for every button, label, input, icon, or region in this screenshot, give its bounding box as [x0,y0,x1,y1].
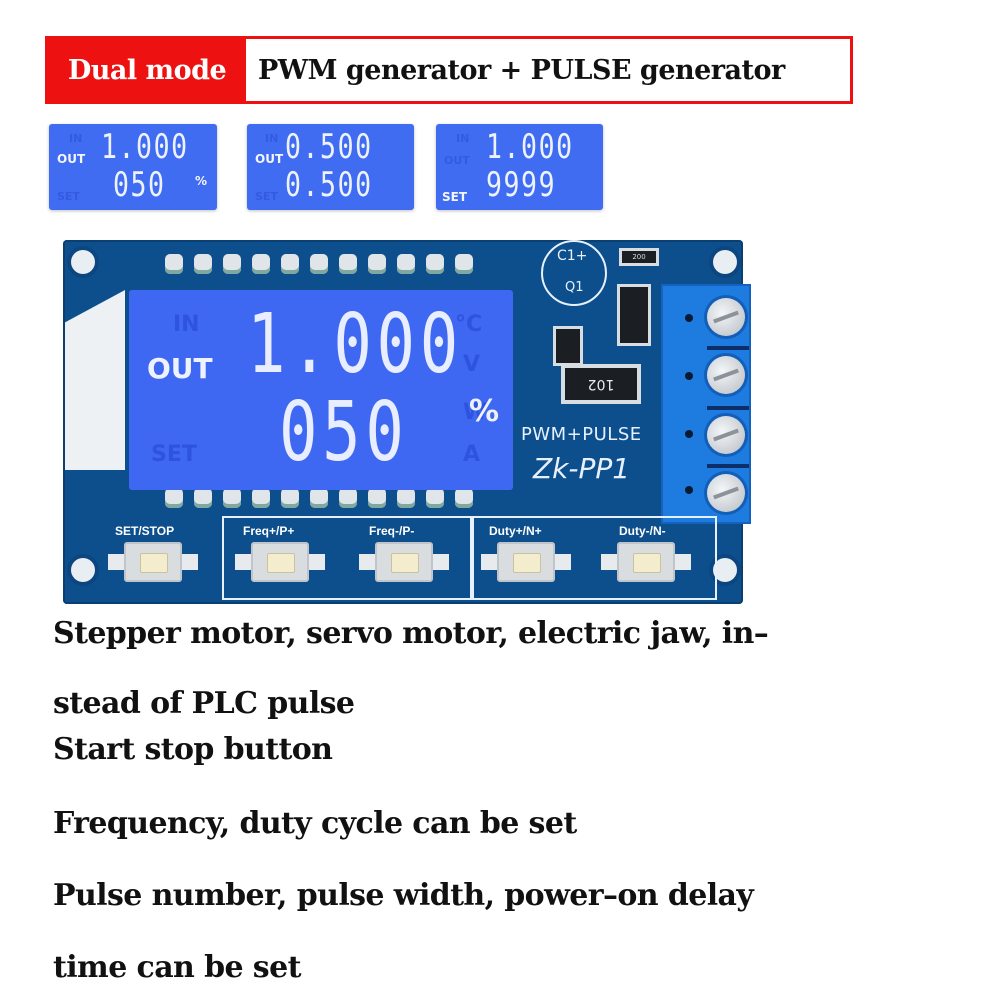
diode [617,284,651,346]
terminal-block [661,284,751,524]
mounting-hole-icon [713,558,737,582]
freq-button-group [222,516,472,600]
display-line-1: 1.000 [486,127,574,167]
terminal-screw-icon[interactable] [707,298,745,336]
ghost-in-label: IN [173,312,200,337]
power-resistor: 102 [561,364,641,404]
mini-display-pulse: IN SET OUT 0.500 0.500 [247,124,414,210]
mounting-hole-icon [71,250,95,274]
duty-button-group [472,516,717,600]
feature-line-1: Stepper motor, servo motor, electric jaw… [53,616,769,651]
ghost-celsius-label: °C [455,312,483,337]
feature-line-6: time can be set [53,950,301,985]
function-silkscreen: PWM+PULSE [521,424,642,445]
button-label: Freq-/P- [369,524,415,538]
transistor-outline [541,240,607,306]
pwm-pulse-board: IN SET °C V W A OUT 1.000 050 % C1+ Q1 2… [63,240,751,604]
freq-minus-button[interactable] [375,542,433,582]
display-line-1: 0.500 [285,127,373,167]
duty-minus-button[interactable] [617,542,675,582]
lcd-bottom-pins [165,488,473,508]
title-banner: Dual mode PWM generator + PULSE generato… [45,36,853,104]
display-unit: % [195,174,208,188]
resistor-small: 200 [619,248,659,266]
feature-line-5: Pulse number, pulse width, power–on dela… [53,878,754,913]
model-silkscreen: Zk-PP1 [533,452,631,485]
feature-line-2: stead of PLC pulse [53,686,355,721]
lcd-out-label: OUT [147,352,213,385]
duty-plus-button[interactable] [497,542,555,582]
button-label: Freq+/P+ [243,524,295,538]
mosfet-chip [553,326,583,366]
display-label: SET [442,190,468,204]
transistor-label: Q1 [565,280,584,295]
terminal-screw-icon[interactable] [707,416,745,454]
ghost-in-label: IN [265,132,279,145]
mounting-hole-icon [713,250,737,274]
ghost-set-label: SET [57,190,80,203]
mounting-hole-icon [71,558,95,582]
button-label: Duty+/N+ [489,524,542,538]
set-stop-button[interactable] [124,542,182,582]
lcd-top-pins [165,254,473,274]
ghost-in-label: IN [69,132,83,145]
ghost-volt-label: V [463,352,481,377]
display-line-2: 050 [113,165,166,205]
lcd-line-1: 1.000 [247,297,463,392]
ghost-out-label: OUT [444,154,470,167]
lcd-backlight-holder [65,290,125,470]
terminal-screw-icon[interactable] [707,474,745,512]
display-label: OUT [255,152,284,166]
ghost-set-label: SET [151,442,197,467]
lcd-display: IN SET °C V W A OUT 1.000 050 % [129,290,513,490]
feature-line-3: Start stop button [53,732,333,767]
lcd-percent-unit: % [469,394,500,429]
terminal-screw-icon[interactable] [707,356,745,394]
feature-line-4: Frequency, duty cycle can be set [53,806,577,841]
banner-title: PWM generator + PULSE generator [246,39,850,101]
display-line-2: 0.500 [285,165,373,205]
button-label: SET/STOP [115,524,175,538]
ghost-amp-label: A [463,442,481,467]
display-line-1: 1.000 [101,127,189,167]
display-label: OUT [57,152,86,166]
ghost-set-label: SET [255,190,278,203]
ghost-in-label: IN [456,132,470,145]
lcd-line-2: 050 [279,385,409,480]
ghost-watt-label: W [463,400,488,425]
mini-display-pwm: IN SET OUT 1.000 050 % [49,124,217,210]
display-line-2: 9999 [486,165,557,205]
freq-plus-button[interactable] [251,542,309,582]
mode-label: Dual mode [67,54,227,86]
mini-display-set: IN OUT 1.000 SET 9999 [436,124,603,210]
button-label: Duty-/N- [619,524,666,538]
capacitor-label: C1+ [557,248,588,264]
